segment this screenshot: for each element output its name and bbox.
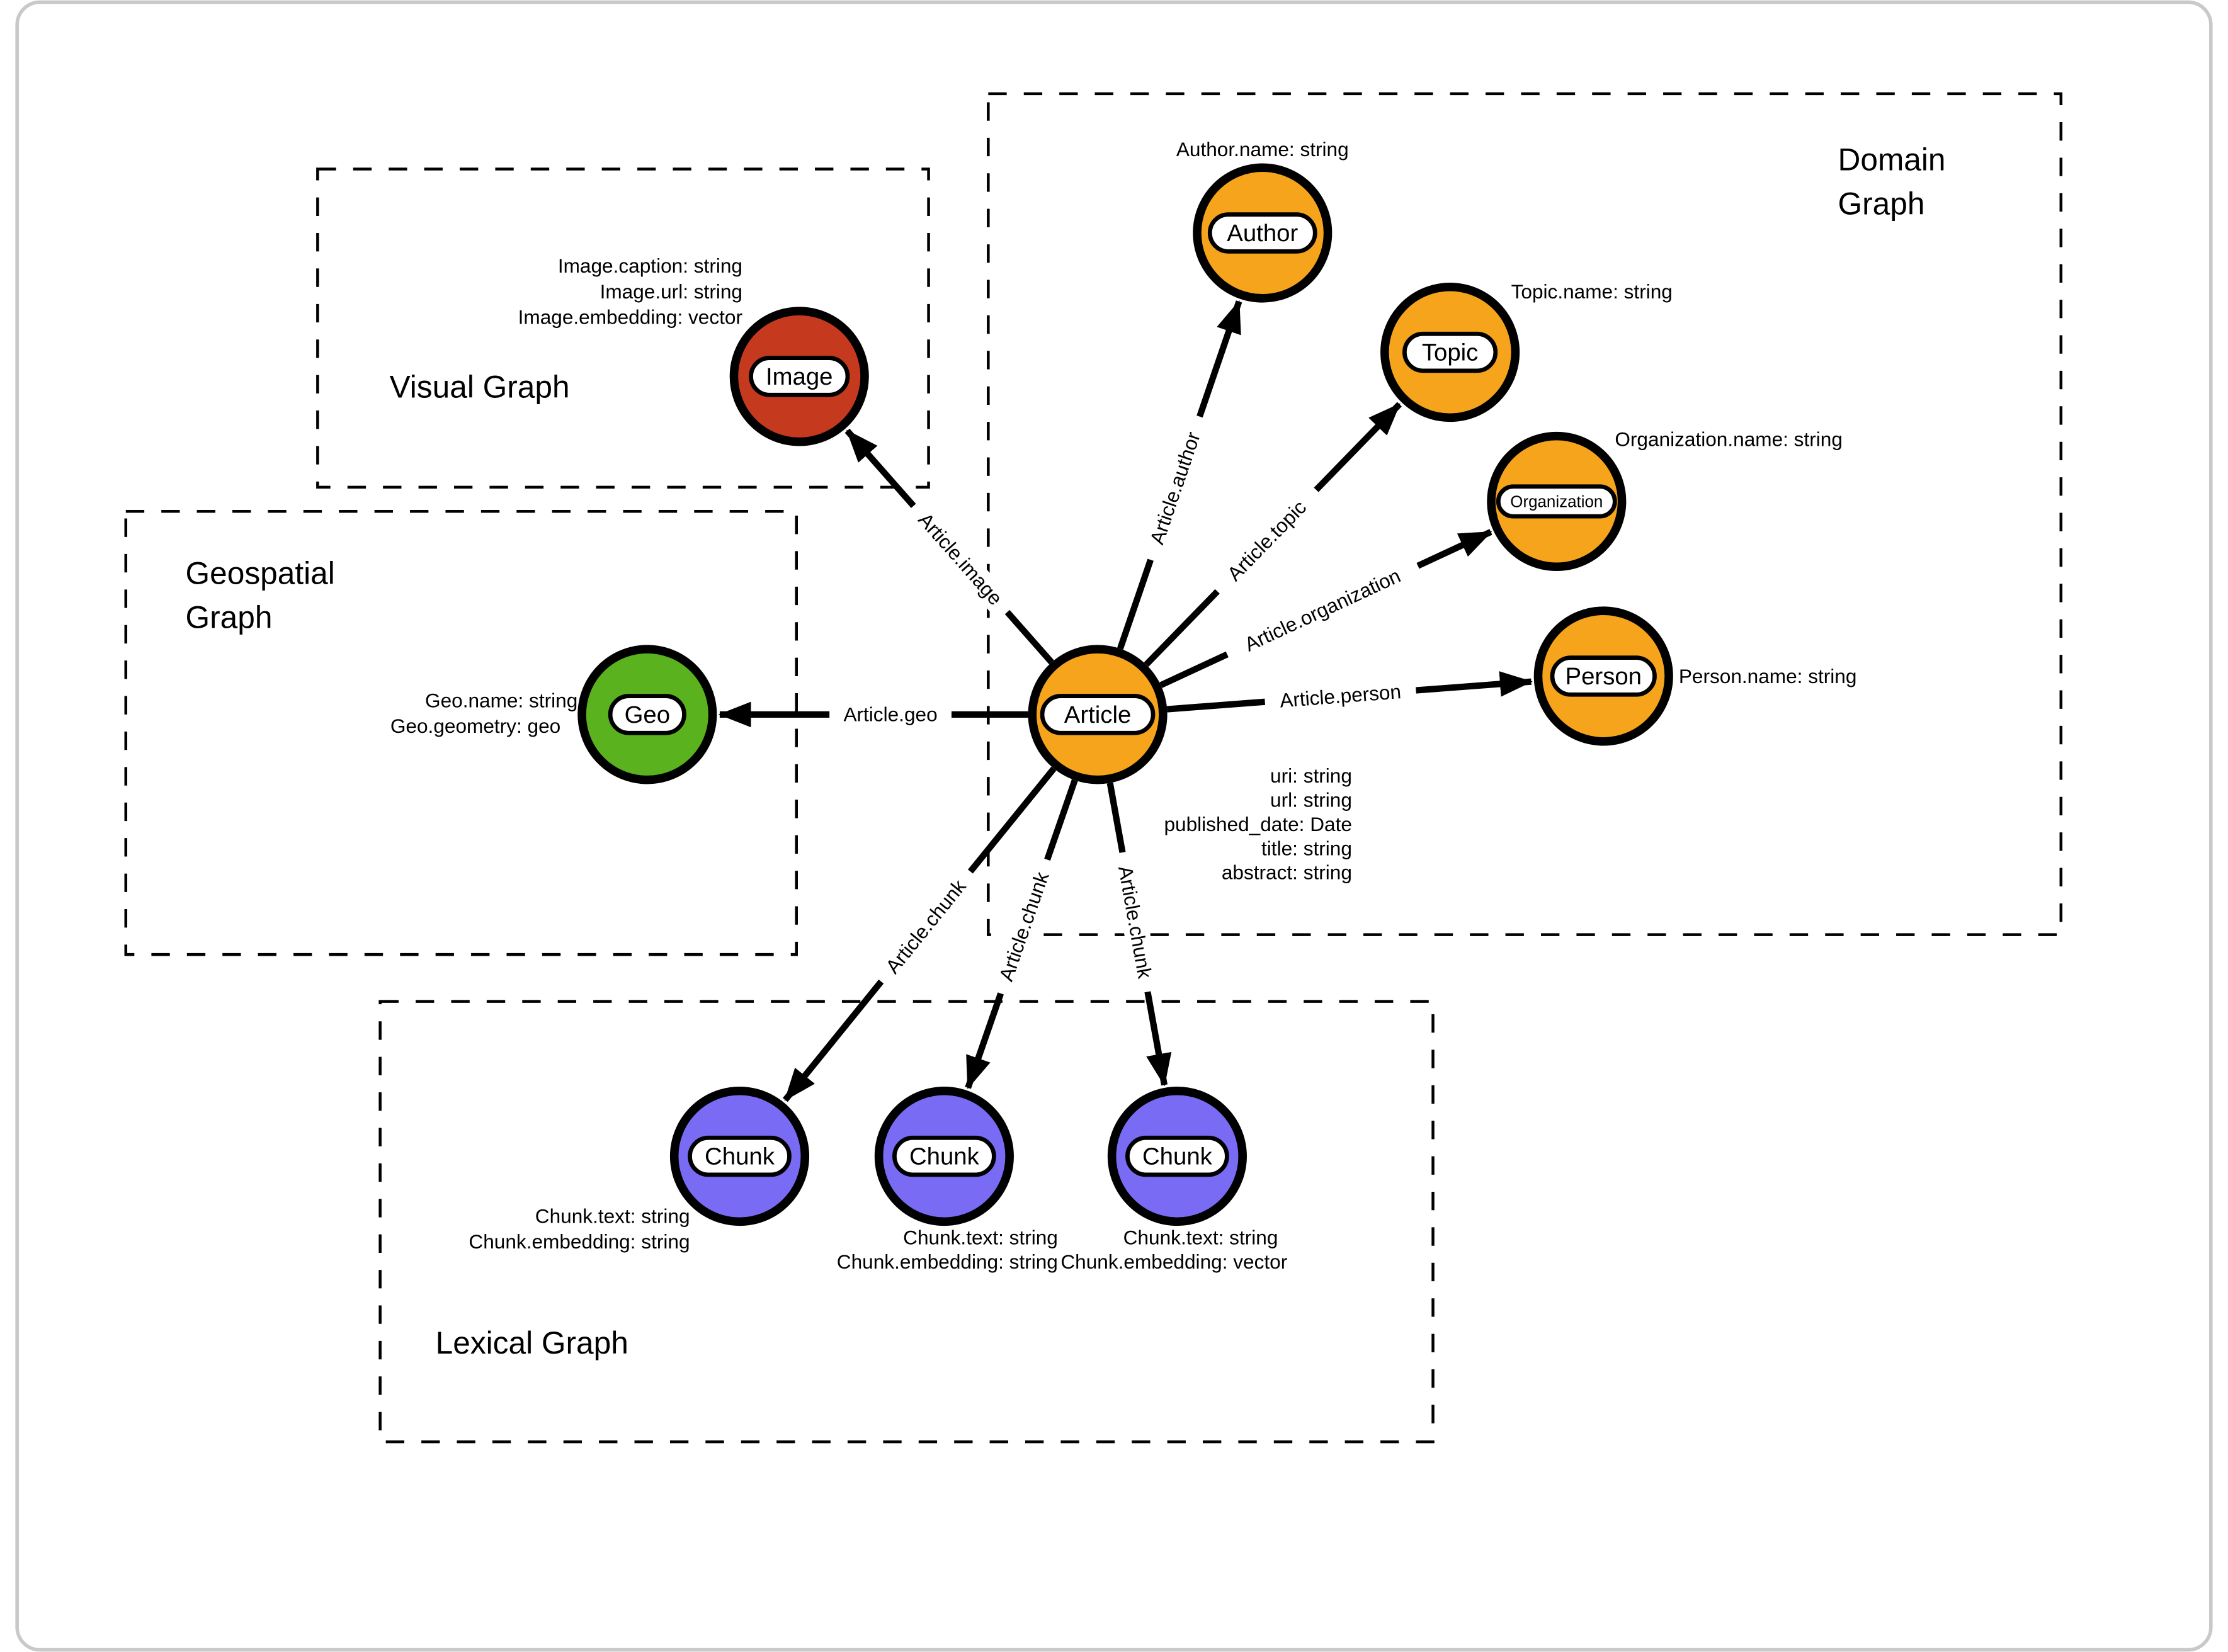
node-chunk-2-label: Chunk: [909, 1143, 980, 1170]
chunk2-embedding-property: Chunk.embedding: string: [837, 1250, 1058, 1273]
node-organization-pill: [1496, 484, 1617, 519]
article-published-property: published_date: Date: [1164, 813, 1351, 835]
domain-graph-title: Domain: [1838, 142, 1946, 178]
edge-label-geo: Article.geo: [843, 703, 937, 726]
geospatial-graph-title: Geospatial: [186, 555, 335, 591]
article-url-property: url: string: [1270, 789, 1352, 812]
node-geo-label: Geo: [625, 701, 670, 728]
edge-label-bg-geo: [829, 701, 952, 728]
node-chunk-1-label: Chunk: [705, 1143, 775, 1170]
person-name-property: Person.name: string: [1679, 665, 1857, 687]
edge-label-bg-organization: [1222, 554, 1424, 666]
chunk3-embedding-property: Chunk.embedding: vector: [1060, 1250, 1287, 1273]
article-abstract-property: abstract: string: [1222, 861, 1352, 884]
node-chunk-2-pill: [892, 1135, 996, 1177]
edge-label-bg-image: [904, 497, 1017, 621]
node-article-label: Article: [1064, 701, 1132, 728]
topic-name-property: Topic.name: string: [1511, 280, 1673, 303]
image-embedding-property: Image.embedding: vector: [518, 305, 742, 328]
node-author-label: Author: [1227, 220, 1298, 247]
edge-label-bg-chunk-3: [1110, 850, 1161, 994]
node-topic-label: Topic: [1422, 339, 1479, 366]
article-uri-property: uri: string: [1270, 764, 1352, 787]
edge-label-bg-chunk-1: [871, 863, 980, 990]
node-geo-pill: [608, 694, 686, 735]
node-chunk-1-pill: [688, 1135, 792, 1177]
node-topic-pill: [1402, 331, 1498, 373]
visual-graph-title: Visual Graph: [390, 370, 570, 405]
chunk1-text-property: Chunk.text: string: [535, 1205, 690, 1228]
geo-name-property: Geo.name: string: [425, 689, 577, 712]
edge-label-bg-author: [1138, 412, 1212, 564]
geospatial-graph-box: [124, 509, 798, 956]
node-person-pill: [1550, 655, 1657, 697]
node-image-pill: [749, 356, 850, 397]
geospatial-graph-title: Graph: [186, 599, 273, 635]
node-chunk-3-pill: [1125, 1135, 1229, 1177]
organization-name-property: Organization.name: string: [1615, 427, 1843, 450]
edge-label-bg-chunk-2: [989, 855, 1060, 998]
author-name-property: Author.name: string: [1176, 138, 1349, 161]
node-author-pill: [1207, 212, 1317, 254]
domain-graph-title: Graph: [1838, 186, 1925, 222]
chunk2-text-property: Chunk.text: string: [903, 1226, 1058, 1248]
canvas-border: [15, 0, 2213, 1652]
article-title-property: title: string: [1261, 837, 1352, 859]
node-image-label: Image: [766, 363, 833, 390]
node-chunk-3-label: Chunk: [1142, 1143, 1213, 1170]
chunk1-embedding-property: Chunk.embedding: string: [469, 1230, 690, 1253]
edge-label-bg-person: [1264, 677, 1418, 715]
node-organization-label: Organization: [1510, 493, 1603, 511]
image-caption-property: Image.caption: string: [558, 254, 742, 277]
edge-label-bg-topic: [1208, 480, 1326, 601]
lexical-graph-title: Lexical Graph: [436, 1325, 628, 1361]
chunk3-text-property: Chunk.text: string: [1123, 1226, 1278, 1248]
domain-graph-box: [987, 92, 2063, 936]
geo-geometry-property: Geo.geometry: geo: [390, 715, 560, 737]
node-person-label: Person: [1566, 663, 1642, 690]
image-url-property: Image.url: string: [600, 280, 742, 303]
node-article-pill: [1040, 694, 1156, 735]
